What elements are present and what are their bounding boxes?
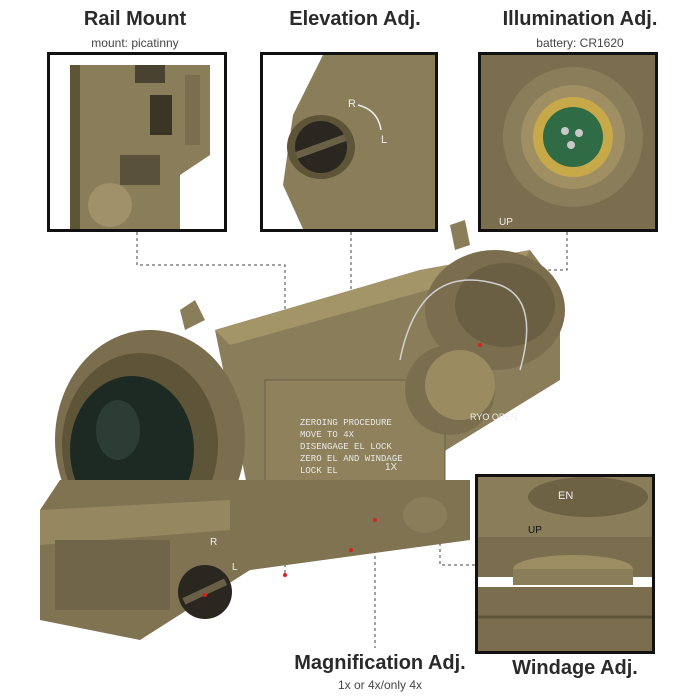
cap-label: RYO OPEN <box>470 412 517 422</box>
elevation-l-label: L <box>381 134 387 146</box>
windage-title: Windage Adj. <box>512 657 638 679</box>
mag-1x-label: 1X <box>385 462 398 473</box>
rail-mount-subtitle: mount: picatinny <box>91 36 179 50</box>
lower-l-label: L <box>232 562 238 573</box>
illumination-subtitle: battery: CR1620 <box>536 36 624 50</box>
procedure-line-4: ZERO EL AND WINDAGE <box>300 454 403 464</box>
procedure-line-3: DISENGAGE EL LOCK <box>300 442 392 452</box>
rail-mount-title: Rail Mount <box>83 8 187 30</box>
procedure-line-5: LOCK EL <box>300 466 338 476</box>
procedure-line-1: ZEROING PROCEDURE <box>300 418 392 428</box>
windage-inset: EN UP <box>475 474 655 654</box>
illumination-title: Illumination Adj. <box>502 8 658 30</box>
windage-up-label: UP <box>528 525 542 536</box>
elevation-r-label: R <box>348 98 356 110</box>
lower-r-label: R <box>210 537 217 548</box>
elevation-title: Elevation Adj. <box>289 8 421 30</box>
procedure-line-2: MOVE TO 4X <box>300 430 355 440</box>
magnification-subtitle: 1x or 4x/only 4x <box>337 678 423 692</box>
elevation-inset: R L <box>260 52 438 232</box>
illumination-up-label: UP <box>499 217 513 228</box>
rail-mount-inset <box>47 52 227 232</box>
magnification-title: Magnification Adj. <box>294 652 466 674</box>
windage-en-label: EN <box>558 490 573 502</box>
illumination-inset: UP <box>478 52 658 232</box>
